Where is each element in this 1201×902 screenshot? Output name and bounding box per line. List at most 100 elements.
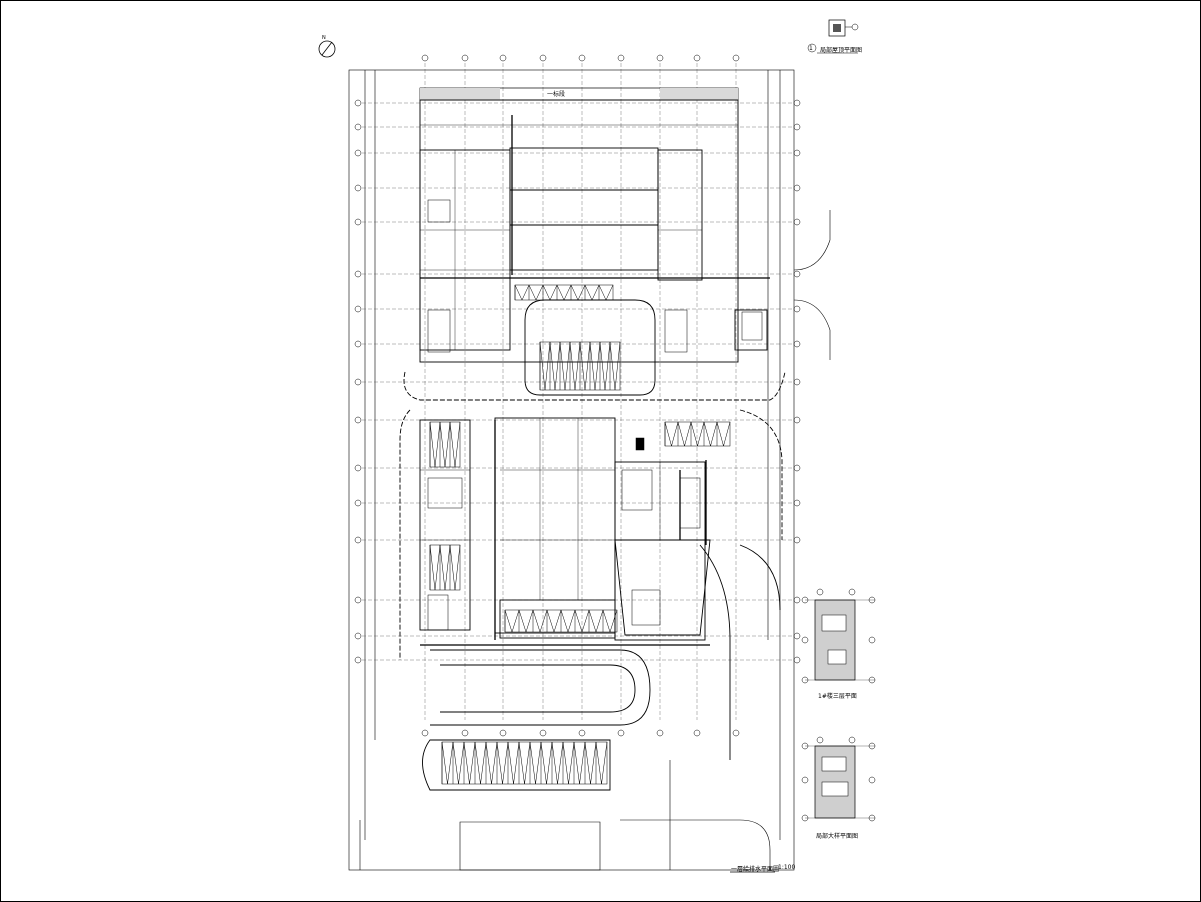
stall [518,741,531,785]
grid-head [793,305,801,313]
stall [556,284,572,301]
stall [439,421,451,468]
stall [540,741,553,785]
stall [507,741,520,785]
grid-head [461,54,469,62]
stall [560,609,576,633]
grid-head [793,99,801,107]
stall [441,741,454,785]
grid-head [656,729,664,737]
stall [539,341,551,391]
stall [449,421,461,468]
drawing-title: 一層給排水平面圖 [731,866,780,873]
inset-grid-head [816,588,824,596]
stall [598,284,614,301]
stall [716,421,731,447]
top-strip [419,87,739,101]
grid-head [354,464,362,472]
stall [542,284,558,301]
inset-grid-head [868,636,876,644]
grid-head [693,54,701,62]
inset-grid-head [801,814,809,822]
stall [569,341,581,391]
inset-grid-head [801,676,809,684]
stall [584,284,600,301]
grid-head [539,729,547,737]
stall [574,609,590,633]
grid-head [617,729,625,737]
stall-block [514,284,614,301]
stall [452,741,465,785]
site-boundary [348,69,831,871]
stall [579,341,591,391]
grid-head [354,378,362,386]
stall [573,741,586,785]
inset-grid-head [868,776,876,784]
inset-plan-b [805,745,875,819]
north-arrow-icon: N [318,35,336,58]
stall [549,341,561,391]
stall [529,741,542,785]
grid-head [354,218,362,226]
grid-head [793,184,801,192]
stall [677,421,692,447]
stall [518,609,534,633]
inset-b-title: 局部大样平面图 [816,833,859,840]
stall [463,741,476,785]
svg-text:N: N [322,35,326,41]
grid-head [793,656,801,664]
grid-head [656,54,664,62]
grid-head [354,184,362,192]
stall [485,741,498,785]
inset-grid-head [868,676,876,684]
stall [589,341,601,391]
detail-symbol-icon [807,19,859,53]
detail-index: 1 [809,45,813,52]
stall [609,341,621,391]
stall [546,609,562,633]
stall [429,544,441,591]
grid-head [354,536,362,544]
grid-head [793,378,801,386]
grid-head [421,54,429,62]
grid-head [354,99,362,107]
detail-title: 局部屋顶平面图 [820,47,863,54]
stall [562,741,575,785]
inset-plan-a [805,599,875,681]
grid-head [793,632,801,640]
inset-a-title: 1#楼三层平面 [818,693,857,700]
grid-head [354,149,362,157]
inset-grid-head [816,736,824,744]
grid-head [354,123,362,131]
grid-head [354,656,362,664]
grid-head [732,729,740,737]
grid-head [461,729,469,737]
stall [449,544,461,591]
stall [514,284,530,301]
grid-head [793,464,801,472]
inset-grid-head [801,776,809,784]
inset-grid-head [868,814,876,822]
stall [703,421,718,447]
parking-stalls [429,284,731,785]
grid-head [499,54,507,62]
stall [690,421,705,447]
stall [570,284,586,301]
stall [588,609,604,633]
grid-head [354,416,362,424]
grid-head [693,729,701,737]
grid-head [539,54,547,62]
stall [439,544,451,591]
grid-head [578,54,586,62]
grid-head [499,729,507,737]
stall [664,421,679,447]
stall [504,609,520,633]
building-walls [399,99,786,791]
inset-grid-head [801,636,809,644]
stall [429,421,441,468]
inset-grid-head [848,736,856,744]
stair-cores [427,199,763,631]
grid-head [354,270,362,278]
